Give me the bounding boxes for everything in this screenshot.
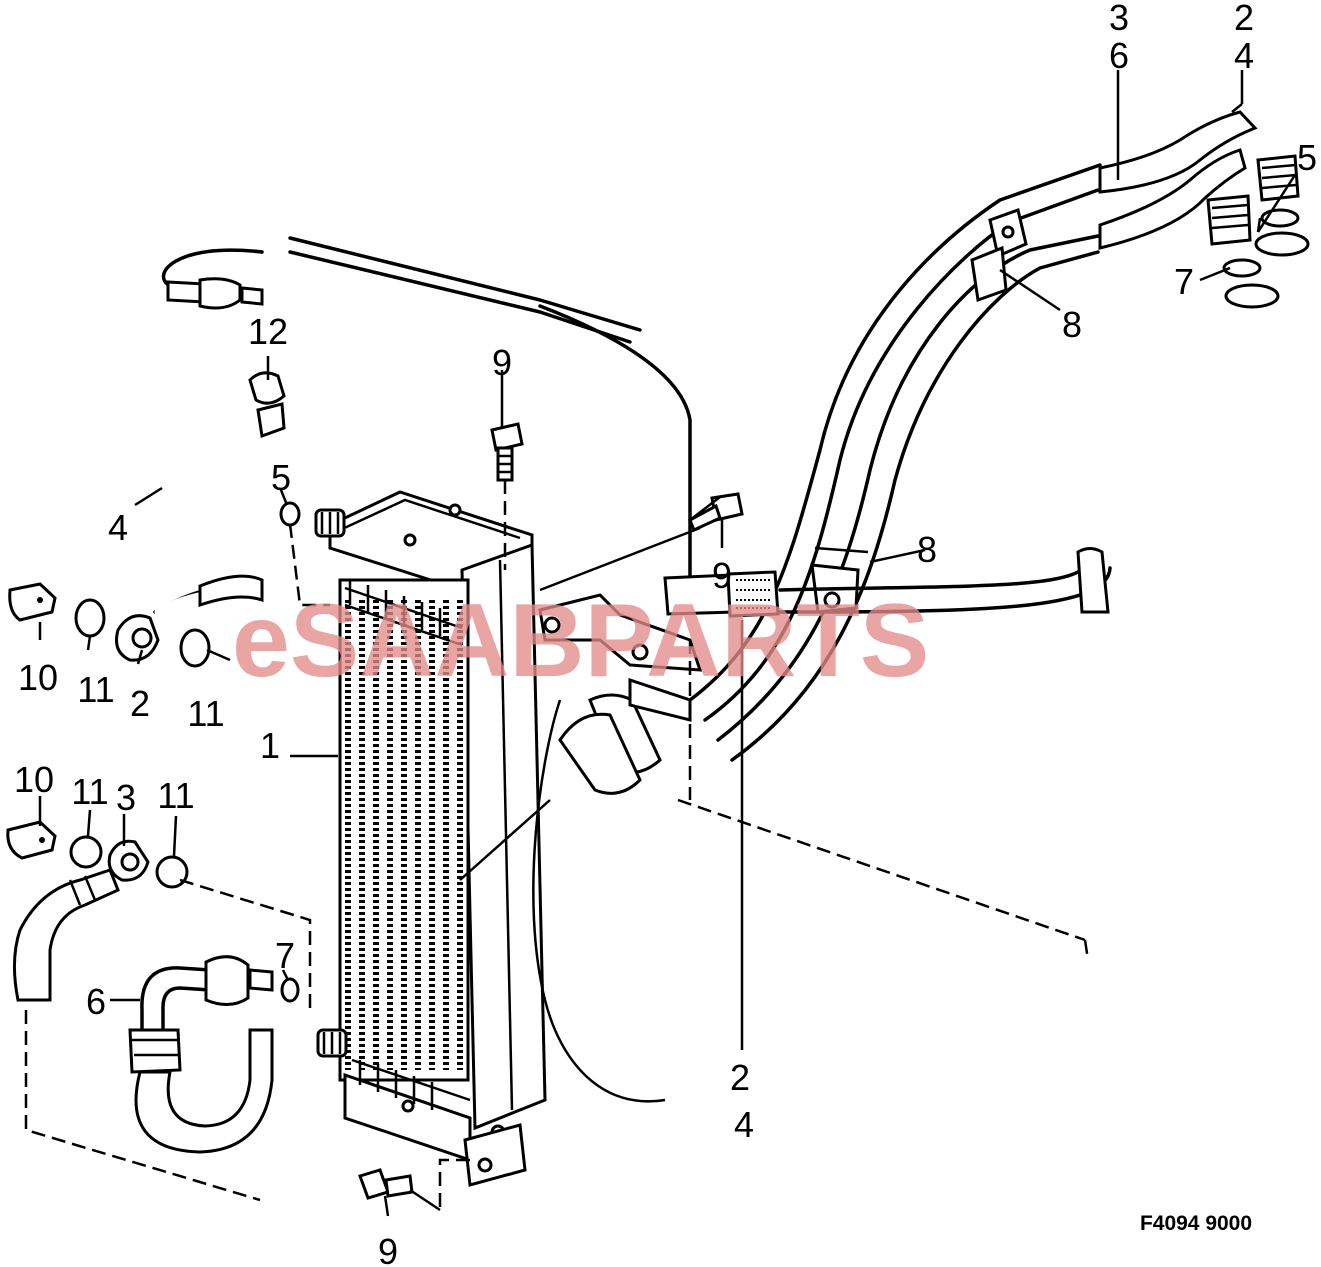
callout-7-b: 7 bbox=[275, 935, 295, 976]
lower-u-pipe bbox=[128, 955, 300, 1154]
callout-5-b: 5 bbox=[1297, 137, 1317, 178]
bolts bbox=[358, 422, 524, 1200]
callout-6-a: 6 bbox=[1109, 35, 1129, 76]
callout-9-c: 9 bbox=[378, 1231, 398, 1267]
callout-4-b: 4 bbox=[1234, 35, 1254, 76]
callout-10-b: 10 bbox=[14, 759, 54, 800]
callout-9-a: 9 bbox=[492, 342, 512, 383]
callout-12: 12 bbox=[248, 311, 288, 352]
watermark: eSAABPARTS bbox=[232, 583, 929, 699]
callout-7-a: 7 bbox=[1174, 261, 1194, 302]
callout-10-a: 10 bbox=[18, 657, 58, 698]
callout-11-d: 11 bbox=[157, 775, 194, 816]
cooler-fins bbox=[345, 600, 463, 1070]
figure-code: F4094 9000 bbox=[1140, 1212, 1252, 1235]
upper-hose-assembly bbox=[139, 231, 692, 602]
callout-5-a: 5 bbox=[271, 457, 291, 498]
callout-numbers: 1 2 2 2 3 3 4 4 4 5 5 6 6 7 7 8 8 9 9 9 … bbox=[14, 0, 1317, 1267]
upper-right-pipes bbox=[538, 110, 1310, 795]
callout-8-a: 8 bbox=[1062, 304, 1082, 345]
callout-11-c: 11 bbox=[71, 771, 108, 812]
callout-2-c: 2 bbox=[730, 1057, 750, 1098]
fitting-set-3 bbox=[6, 820, 189, 1002]
fitting-set-2 bbox=[8, 574, 264, 668]
callout-11-a: 11 bbox=[77, 669, 114, 710]
callout-2-a: 2 bbox=[130, 683, 150, 724]
callout-3-b: 3 bbox=[1109, 0, 1129, 38]
callout-8-b: 8 bbox=[917, 529, 937, 570]
leader-lines bbox=[24, 70, 1297, 1217]
callout-3-a: 3 bbox=[116, 777, 136, 818]
callout-4-c: 4 bbox=[734, 1104, 754, 1145]
callout-11-b: 11 bbox=[187, 693, 224, 734]
lower-right-hose bbox=[663, 547, 1112, 618]
callout-6-b: 6 bbox=[86, 981, 106, 1022]
callout-9-b: 9 bbox=[712, 555, 732, 596]
callout-4-a: 4 bbox=[108, 507, 128, 548]
oil-cooler bbox=[314, 490, 547, 1187]
callout-1: 1 bbox=[260, 725, 280, 766]
callout-2-b: 2 bbox=[1234, 0, 1254, 38]
